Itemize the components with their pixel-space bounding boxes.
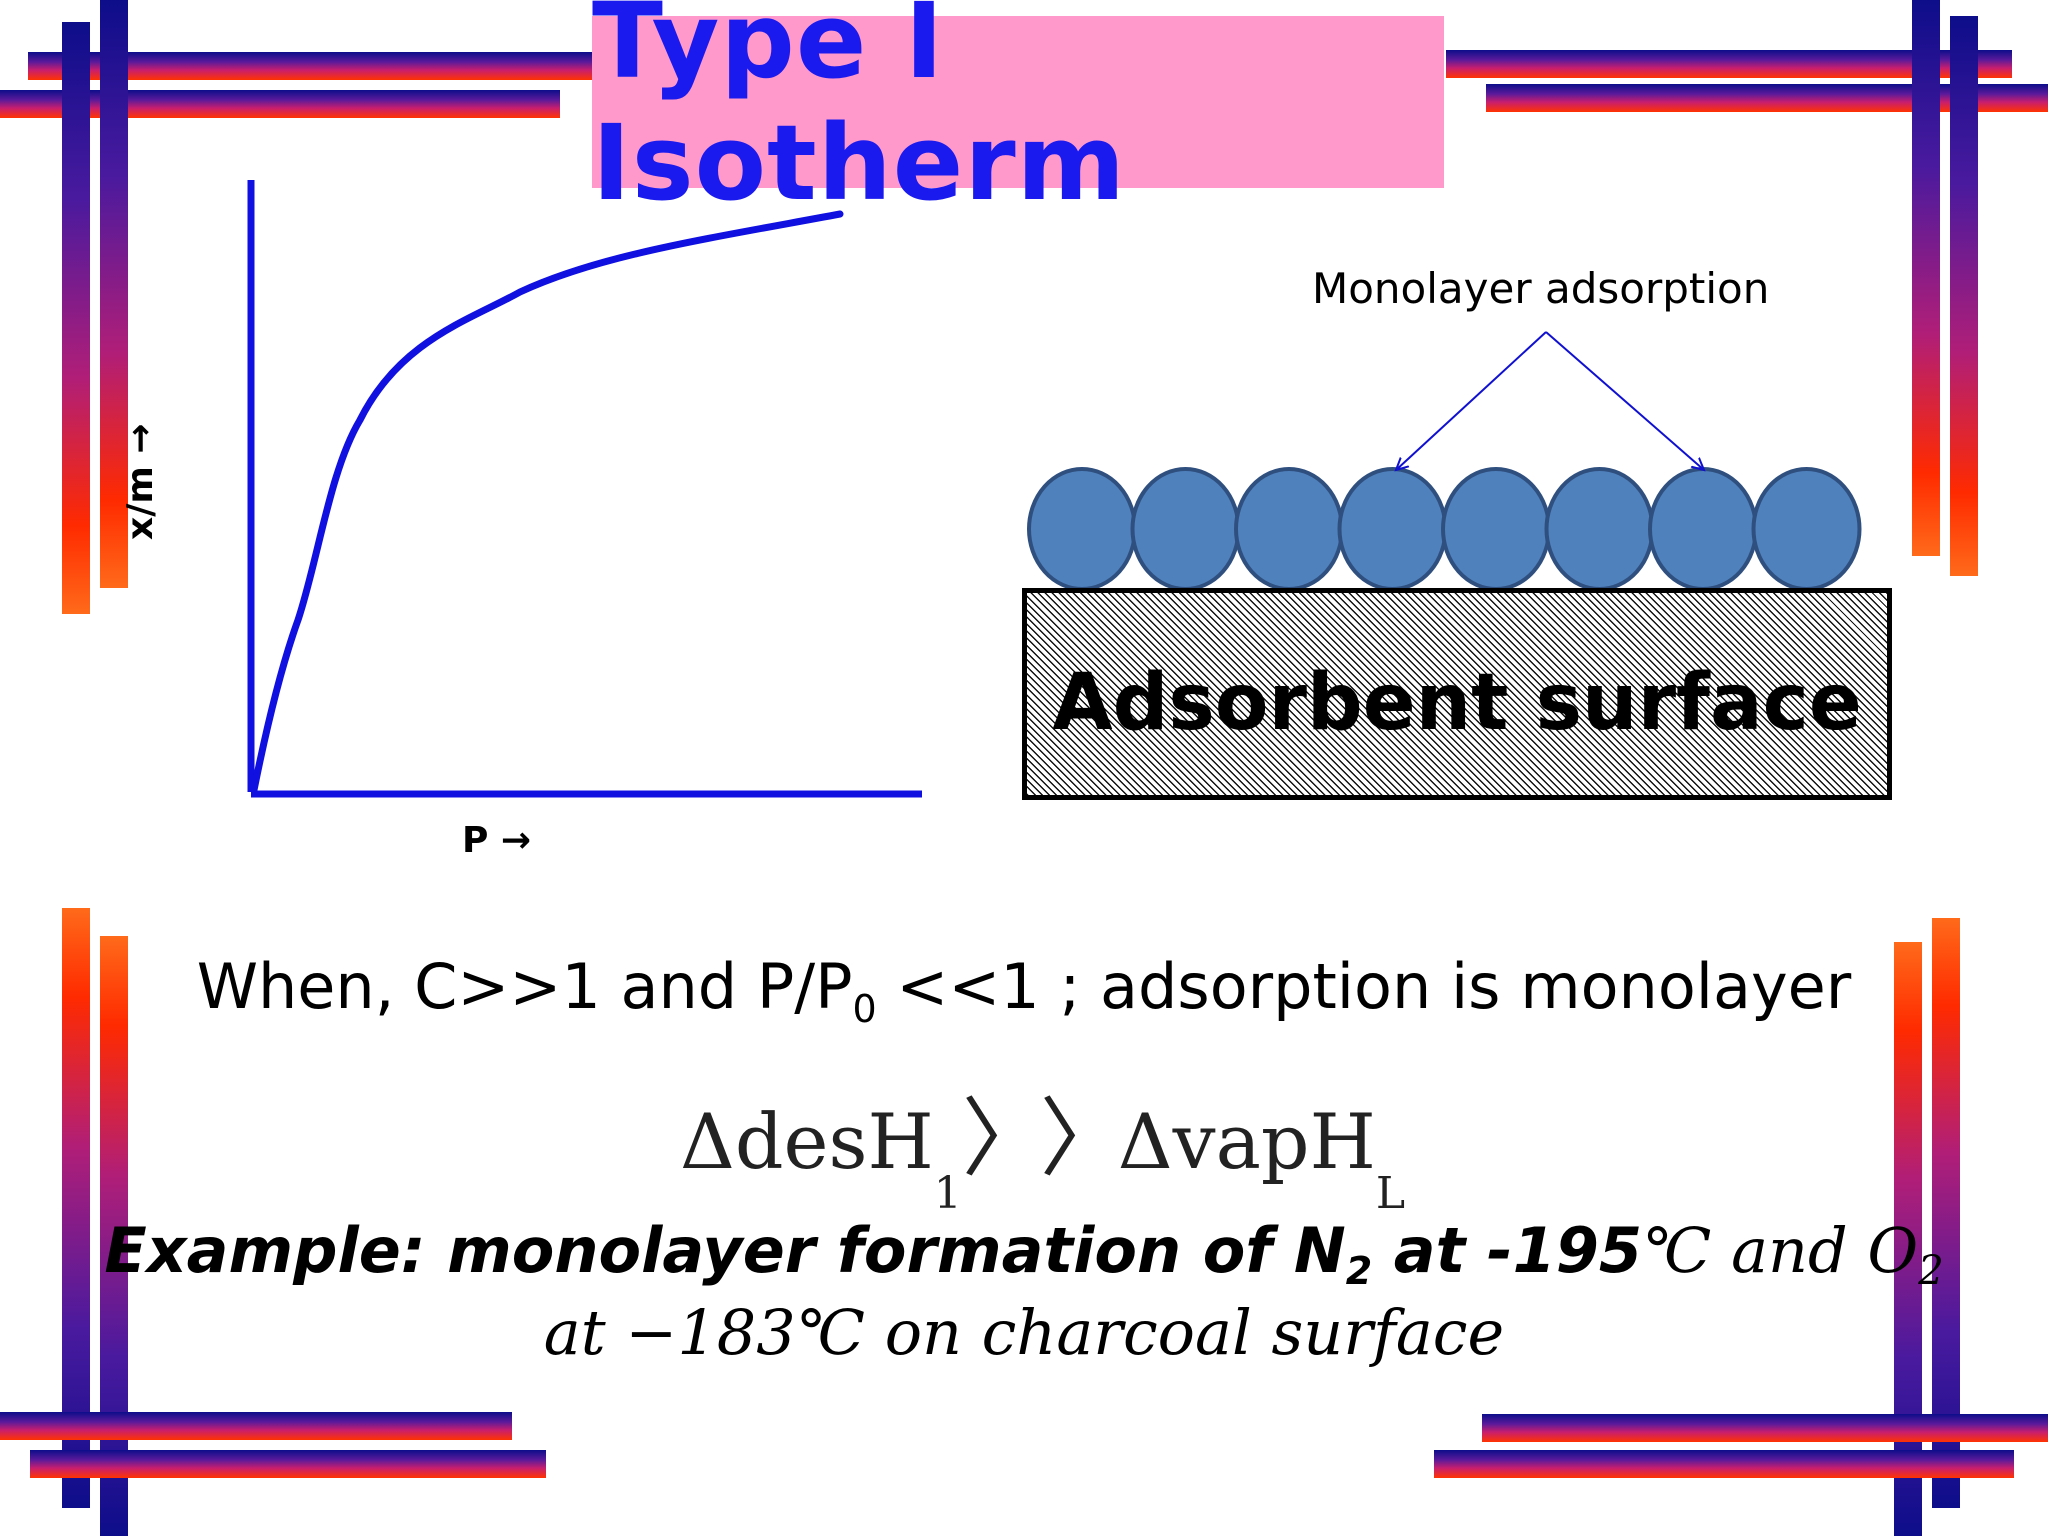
equation-lhs: ΔdesH [680, 1097, 934, 1186]
molecule-row [1027, 467, 1862, 591]
statement-pre: When, C>>1 and P/P [196, 950, 853, 1023]
decor-bar [100, 0, 128, 588]
isotherm-curve [250, 210, 844, 794]
surface-label: Adsorbent surface [1052, 658, 1862, 748]
example-bold-sub: 2 [1345, 1249, 1373, 1293]
example-line-1: Example: monolayer formation of N2 at -1… [0, 1214, 2048, 1294]
decor-bar [0, 90, 560, 118]
enthalpy-relation: ΔdesH1〉〉ΔvapHL [680, 1068, 1405, 1219]
example-italic: ℃ and O2 [1642, 1214, 1944, 1294]
molecule [1337, 467, 1448, 591]
molecule [1441, 467, 1551, 591]
page-title: Type I Isotherm [592, 0, 1126, 224]
decor-bar [1482, 1414, 2048, 1442]
molecule [1027, 467, 1137, 591]
label-arrow-left [1396, 331, 1547, 470]
molecule [1751, 467, 1862, 591]
example-italic-sub: 2 [1918, 1248, 1944, 1294]
molecule [1130, 467, 1241, 591]
decor-bar [1912, 0, 1940, 556]
equation-rhs: ΔvapH [1117, 1097, 1376, 1186]
decor-bar [1932, 918, 1960, 1508]
example-bold-pre: Example: monolayer formation of N [104, 1214, 1346, 1287]
equation-lhs-sub: 1 [933, 1168, 962, 1219]
decor-bar [1950, 16, 1978, 576]
molecule [1648, 467, 1758, 591]
example-bold-post: at -195 [1372, 1214, 1643, 1287]
molecule [1544, 467, 1655, 591]
label-arrow-right [1545, 331, 1704, 470]
decor-bar [30, 1450, 546, 1478]
title-box: Type I Isotherm [592, 0, 1444, 224]
monolayer-condition: When, C>>1 and P/P0 <<1 ; adsorption is … [0, 950, 2048, 1031]
decor-bar [1434, 1450, 2014, 1478]
statement-post: <<1 ; adsorption is monolayer [876, 950, 1852, 1023]
decor-bar [0, 1412, 512, 1440]
isotherm-diagram [247, 180, 1862, 798]
x-axis-label: P → [462, 820, 532, 861]
y-axis-label: x/m → [120, 423, 161, 540]
equation-operator: 〉〉 [961, 1089, 1126, 1189]
example-bold: Example: monolayer formation of N2 at -1… [104, 1214, 1643, 1293]
decor-bar [62, 22, 90, 614]
molecule [1234, 467, 1344, 591]
monolayer-label: Monolayer adsorption [1312, 264, 1770, 313]
statement-sub: 0 [852, 987, 877, 1031]
equation-rhs-sub: L [1375, 1168, 1406, 1219]
example-line-2: at −183℃ on charcoal surface [543, 1296, 1505, 1369]
decor-bar [62, 908, 90, 1508]
adsorbent-surface [1022, 588, 1892, 800]
example-italic-1: ℃ and O [1642, 1214, 1919, 1287]
